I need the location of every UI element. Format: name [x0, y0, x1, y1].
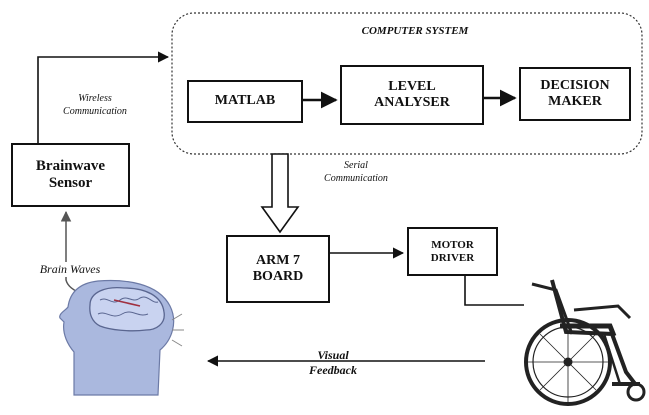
wireless-label-line-1: Wireless — [78, 93, 112, 104]
brainwave-sensor-line-2: Sensor — [48, 175, 93, 191]
visual-feedback-label: Visual Feedback — [288, 348, 378, 378]
arm7-board-line-1: ARM 7 — [256, 252, 300, 268]
arm7-board-block: ARM 7 BOARD — [226, 235, 330, 303]
computer-system-boundary — [171, 12, 643, 155]
level-analyser-line-1: LEVEL — [388, 78, 436, 94]
matlab-block: MATLAB — [187, 80, 303, 123]
level-analyser-line-2: ANALYSER — [374, 95, 450, 110]
decision-maker-line-1: DECISION — [540, 77, 610, 93]
serial-label-line-2: Communication — [324, 172, 388, 184]
arm7-board-line-2: BOARD — [252, 269, 304, 284]
decision-maker-line-2: MAKER — [548, 94, 602, 109]
motor-driver-line-1: MOTOR — [431, 238, 474, 251]
wireless-label-line-2: Communication — [63, 105, 127, 117]
motor-to-wheelchair-line — [464, 276, 524, 306]
brainwave-sensor-block: Brainwave Sensor — [11, 143, 130, 207]
decision-maker-block: DECISION MAKER — [519, 67, 631, 121]
visual-feedback-line-1: Visual — [317, 348, 349, 362]
motor-driver-line-2: DRIVER — [430, 251, 475, 264]
wireless-communication-label: Wireless Communication — [40, 93, 150, 118]
serial-communication-label: Serial Communication — [296, 160, 416, 185]
serial-link-arrow — [260, 153, 300, 234]
computer-system-title: COMPUTER SYSTEM — [361, 25, 469, 37]
matlab-label: MATLAB — [214, 93, 276, 109]
wheelchair-icon — [524, 279, 646, 406]
brain-waves-label: Brain Waves — [22, 262, 118, 277]
human-head-brain-icon — [59, 279, 184, 396]
level-analyser-block: LEVEL ANALYSER — [340, 65, 484, 125]
motor-driver-block: MOTOR DRIVER — [407, 227, 498, 276]
brainwave-sensor-line-1: Brainwave — [35, 157, 106, 174]
visual-feedback-line-2: Feedback — [309, 363, 357, 377]
wireless-link-arrow — [37, 51, 170, 143]
serial-label-line-1: Serial — [344, 160, 368, 171]
